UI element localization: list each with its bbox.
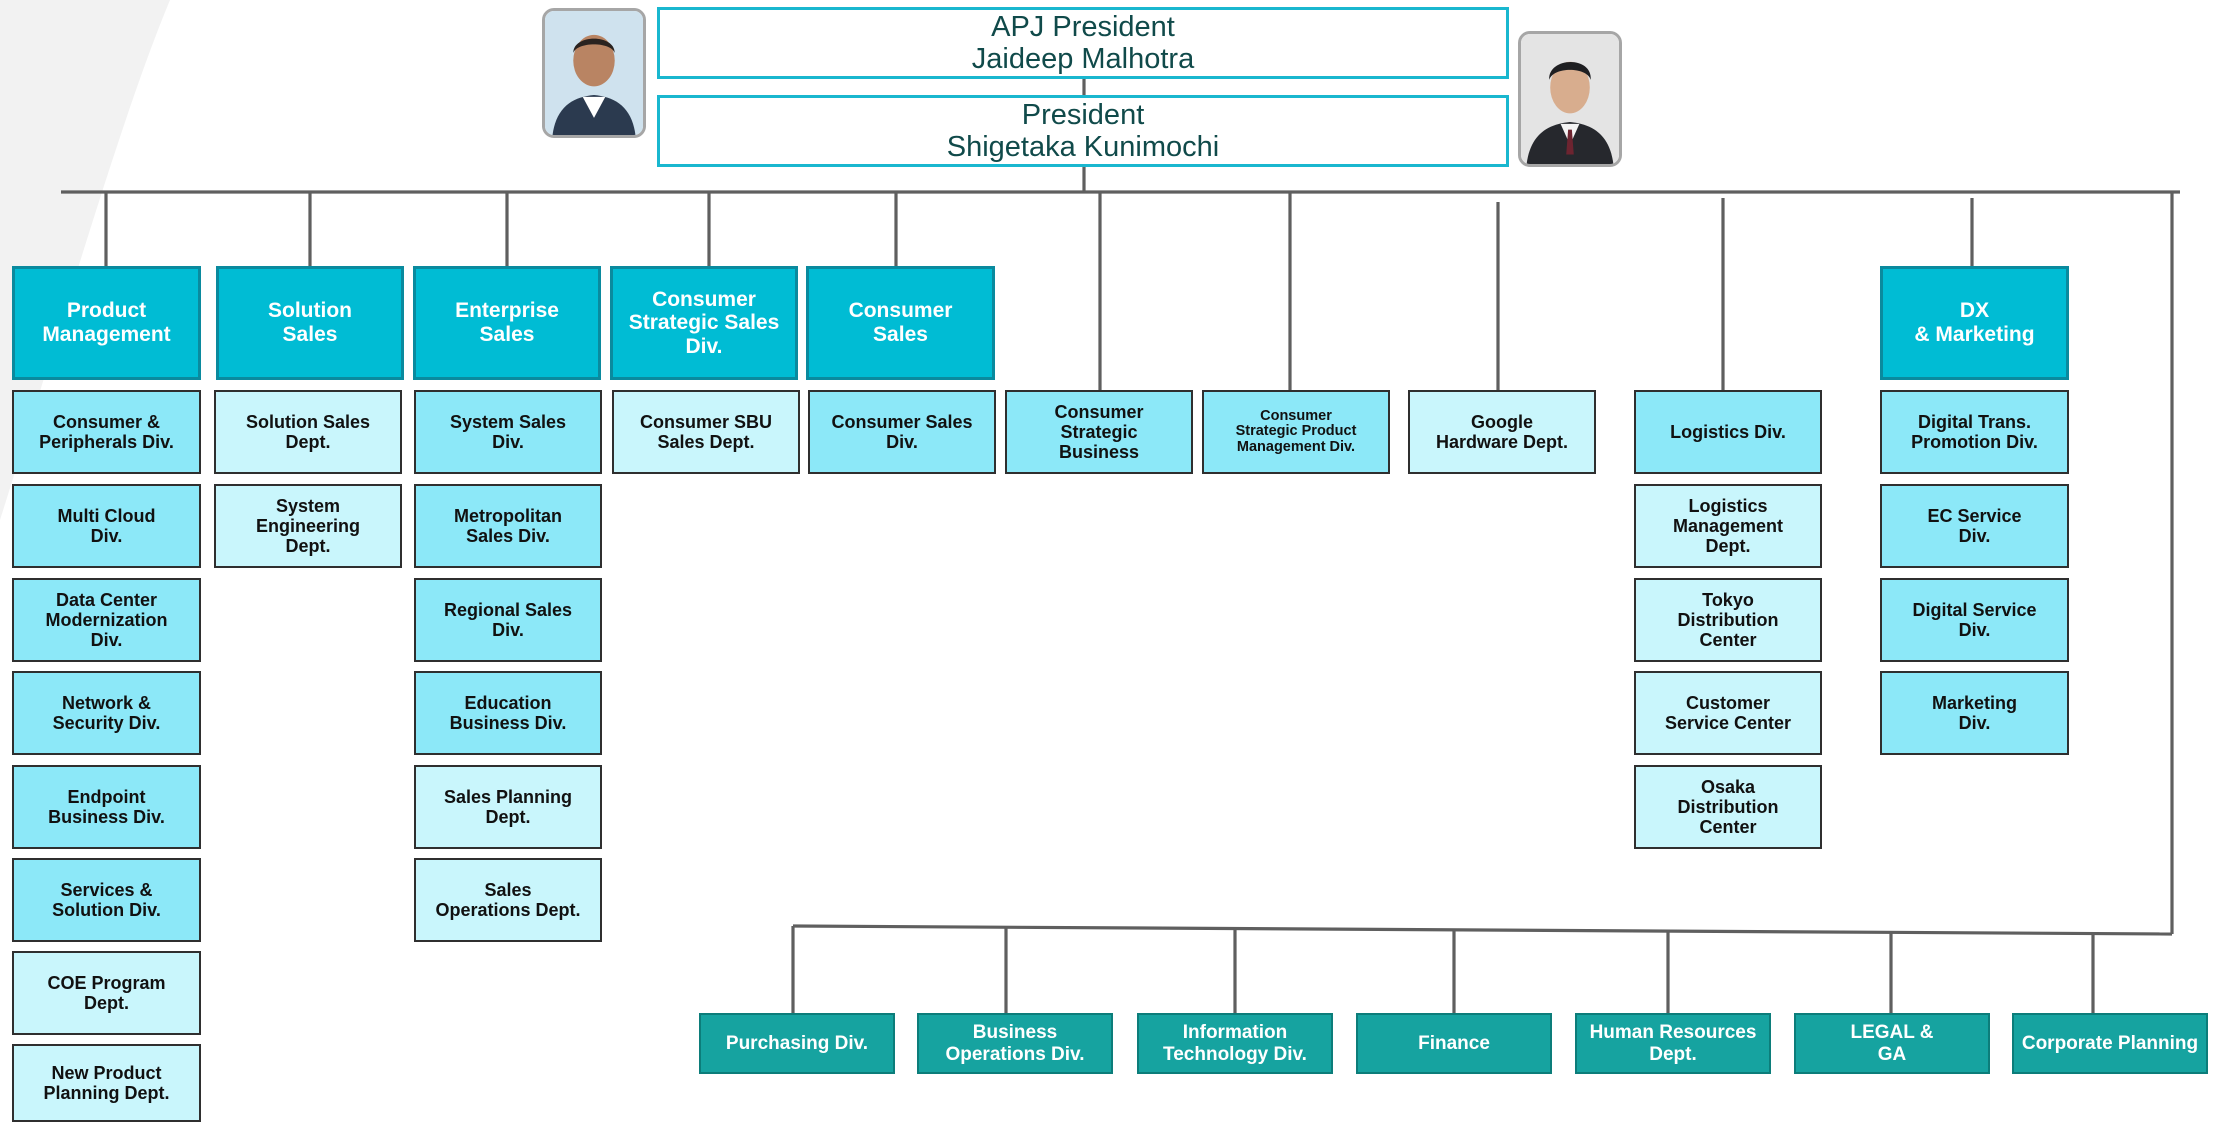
dept-services-solution[interactable]: Services & Solution Div. xyxy=(12,858,201,942)
dept-customer-service[interactable]: Customer Service Center xyxy=(1634,671,1822,755)
dept-sales-planning[interactable]: Sales Planning Dept. xyxy=(414,765,602,849)
bottom-bus xyxy=(792,924,2173,936)
dept-endpoint-business[interactable]: Endpoint Business Div. xyxy=(12,765,201,849)
division-head-consumer-strategic-sales[interactable]: Consumer Strategic Sales Div. xyxy=(610,266,798,380)
unit-google-hardware[interactable]: Google Hardware Dept. xyxy=(1408,390,1596,474)
corp-legal-ga[interactable]: LEGAL & GA xyxy=(1794,1013,1990,1074)
dept-regional-sales[interactable]: Regional Sales Div. xyxy=(414,578,602,662)
dept-digital-trans[interactable]: Digital Trans. Promotion Div. xyxy=(1880,390,2069,474)
dept-coe-program[interactable]: COE Program Dept. xyxy=(12,951,201,1035)
dept-network-security[interactable]: Network & Security Div. xyxy=(12,671,201,755)
dept-metropolitan-sales[interactable]: Metropolitan Sales Div. xyxy=(414,484,602,568)
dept-consumer-sbu-sales[interactable]: Consumer SBU Sales Dept. xyxy=(612,390,800,474)
dept-marketing[interactable]: Marketing Div. xyxy=(1880,671,2069,755)
unit-consumer-strategic-business[interactable]: Consumer Strategic Business xyxy=(1005,390,1193,474)
dept-consumer-sales[interactable]: Consumer Sales Div. xyxy=(808,390,996,474)
dept-sales-operations[interactable]: Sales Operations Dept. xyxy=(414,858,602,942)
corp-human-resources[interactable]: Human Resources Dept. xyxy=(1575,1013,1771,1074)
apj-president-photo xyxy=(542,8,646,138)
dept-ec-service[interactable]: EC Service Div. xyxy=(1880,484,2069,568)
dept-data-center-modernization[interactable]: Data Center Modernization Div. xyxy=(12,578,201,662)
dept-logistics-management[interactable]: Logistics Management Dept. xyxy=(1634,484,1822,568)
division-head-product-management[interactable]: Product Management xyxy=(12,266,201,380)
dept-multi-cloud[interactable]: Multi Cloud Div. xyxy=(12,484,201,568)
corp-purchasing[interactable]: Purchasing Div. xyxy=(699,1013,895,1074)
dept-new-product-planning[interactable]: New Product Planning Dept. xyxy=(12,1044,201,1122)
apj-president-box[interactable]: APJ President Jaideep Malhotra xyxy=(657,7,1509,79)
dept-consumer-peripherals[interactable]: Consumer & Peripherals Div. xyxy=(12,390,201,474)
corp-business-operations[interactable]: Business Operations Div. xyxy=(917,1013,1113,1074)
president-photo xyxy=(1518,31,1622,167)
dept-logistics[interactable]: Logistics Div. xyxy=(1634,390,1822,474)
dept-system-sales[interactable]: System Sales Div. xyxy=(414,390,602,474)
division-head-solution-sales[interactable]: Solution Sales xyxy=(216,266,404,380)
dept-system-engineering[interactable]: System Engineering Dept. xyxy=(214,484,402,568)
unit-consumer-strategic-product-mgmt[interactable]: Consumer Strategic Product Management Di… xyxy=(1202,390,1390,474)
president-box[interactable]: President Shigetaka Kunimochi xyxy=(657,95,1509,167)
corp-information-technology[interactable]: Information Technology Div. xyxy=(1137,1013,1333,1074)
division-head-enterprise-sales[interactable]: Enterprise Sales xyxy=(413,266,601,380)
dept-tokyo-distribution[interactable]: Tokyo Distribution Center xyxy=(1634,578,1822,662)
dept-solution-sales[interactable]: Solution Sales Dept. xyxy=(214,390,402,474)
corp-finance[interactable]: Finance xyxy=(1356,1013,1552,1074)
division-head-consumer-sales[interactable]: Consumer Sales xyxy=(806,266,995,380)
division-head-dx-marketing[interactable]: DX & Marketing xyxy=(1880,266,2069,380)
dept-osaka-distribution[interactable]: Osaka Distribution Center xyxy=(1634,765,1822,849)
dept-digital-service[interactable]: Digital Service Div. xyxy=(1880,578,2069,662)
corp-corporate-planning[interactable]: Corporate Planning xyxy=(2012,1013,2208,1074)
dept-education-business[interactable]: Education Business Div. xyxy=(414,671,602,755)
